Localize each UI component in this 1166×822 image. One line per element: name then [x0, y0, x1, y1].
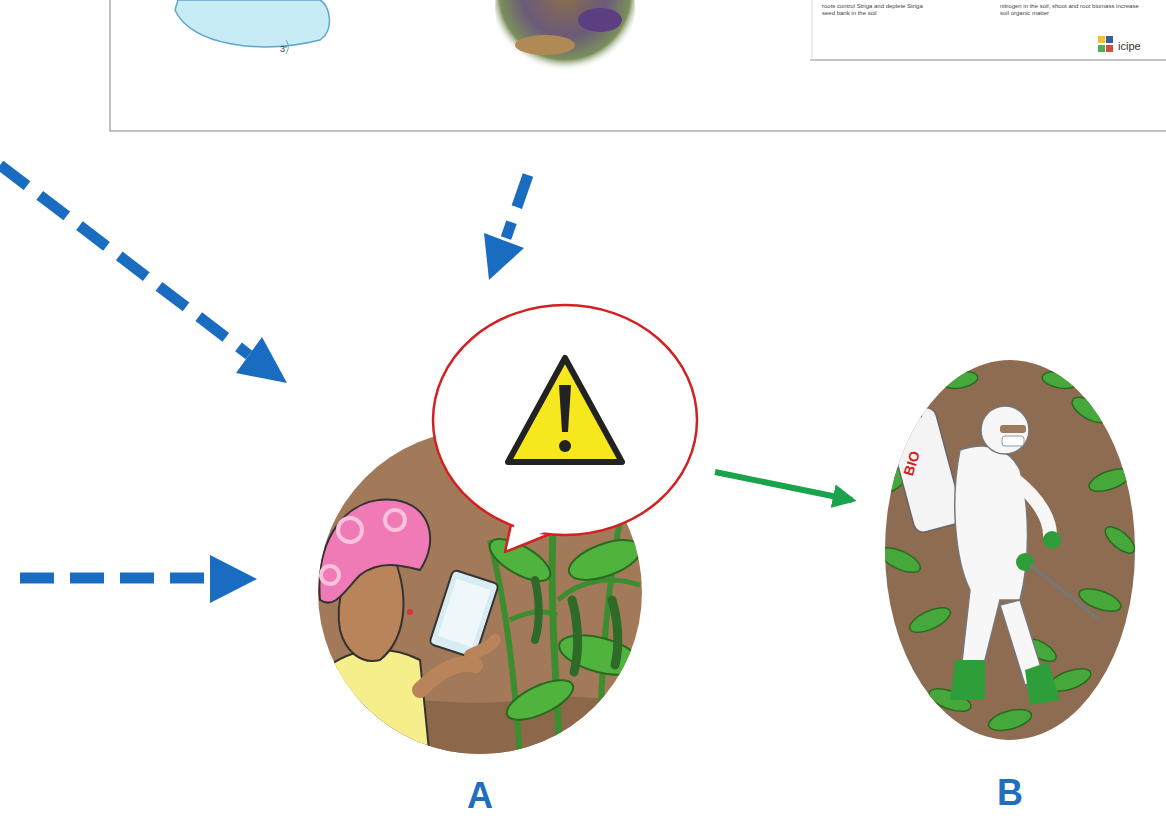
panel-note: roots control Striga and deplete Striga … — [822, 3, 923, 16]
callout-number: 3' — [280, 44, 300, 55]
image-node: A — [300, 425, 660, 820]
callout-number: 3' — [280, 44, 287, 54]
panel-letter: B — [997, 773, 1023, 817]
top-panel — [110, 0, 1166, 131]
panel-note: nitrogen in the soil; shoot and root bio… — [1000, 3, 1140, 17]
sprayer-illustration — [876, 355, 1140, 745]
logo-text: icipe — [1118, 40, 1164, 53]
panel-note: nitrogen in the soil; shoot and root bio… — [1000, 3, 1139, 16]
panel-letter: A — [467, 776, 493, 820]
panel-note: roots control Striga and deplete Striga … — [822, 3, 934, 17]
warning-bubble — [433, 305, 697, 552]
tank-label: BIO — [898, 442, 926, 485]
flow-arrow — [715, 472, 852, 500]
logo-text: icipe — [1118, 40, 1141, 52]
image-node: B — [880, 355, 1140, 817]
tank-label: BIO — [900, 449, 923, 478]
